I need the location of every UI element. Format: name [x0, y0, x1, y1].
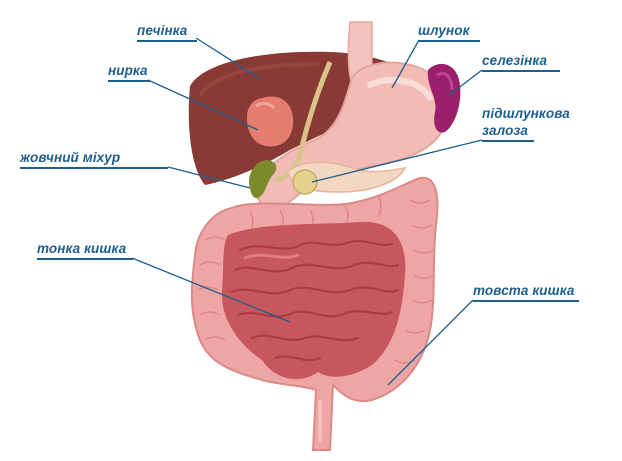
kidney-highlight	[255, 102, 276, 110]
pointer-spleen	[447, 69, 483, 97]
label-stomach: шлунок	[418, 23, 470, 38]
label-kidney: нирка	[108, 63, 148, 78]
small-intestine-folds	[230, 240, 400, 362]
liver-highlight	[198, 62, 321, 97]
gallbladder-shape	[248, 160, 277, 199]
kidney-shape	[246, 96, 294, 147]
label-small-intestine: тонка кишка	[37, 241, 127, 256]
bile-duct	[274, 61, 333, 183]
pointer-pancreas	[311, 139, 483, 183]
underline-stomach	[418, 40, 480, 42]
stomach-highlight	[367, 76, 433, 101]
pointer-small-intestine	[131, 257, 291, 323]
large-intestine-segments	[197, 195, 435, 364]
label-liver: печінка	[137, 23, 188, 38]
label-pancreas-line2: залоза	[482, 123, 529, 138]
pointer-stomach	[391, 39, 420, 89]
underline-kidney	[108, 80, 150, 82]
label-large-intestine: товста кишка	[473, 283, 575, 298]
pointer-lines	[131, 37, 483, 386]
underline-small-intestine	[37, 258, 133, 260]
pointer-large-intestine	[387, 299, 474, 386]
small-intestine-highlight	[243, 253, 300, 260]
underline-liver	[137, 40, 197, 42]
pancreas-duct	[292, 169, 318, 195]
underline-spleen	[482, 70, 560, 72]
underline-gallbladder	[20, 167, 168, 169]
pointer-gallbladder	[167, 166, 251, 189]
pointer-liver	[195, 37, 263, 81]
pointer-kidney	[147, 79, 259, 131]
label-spleen: селезінка	[482, 53, 548, 68]
underline-pancreas	[482, 140, 534, 142]
label-pancreas-line1: підшлункова	[482, 106, 570, 121]
underline-large-intestine	[473, 300, 579, 302]
spleen-highlight	[436, 72, 454, 91]
small-intestine-shape	[221, 221, 406, 380]
label-gallbladder: жовчний міхур	[20, 150, 121, 165]
